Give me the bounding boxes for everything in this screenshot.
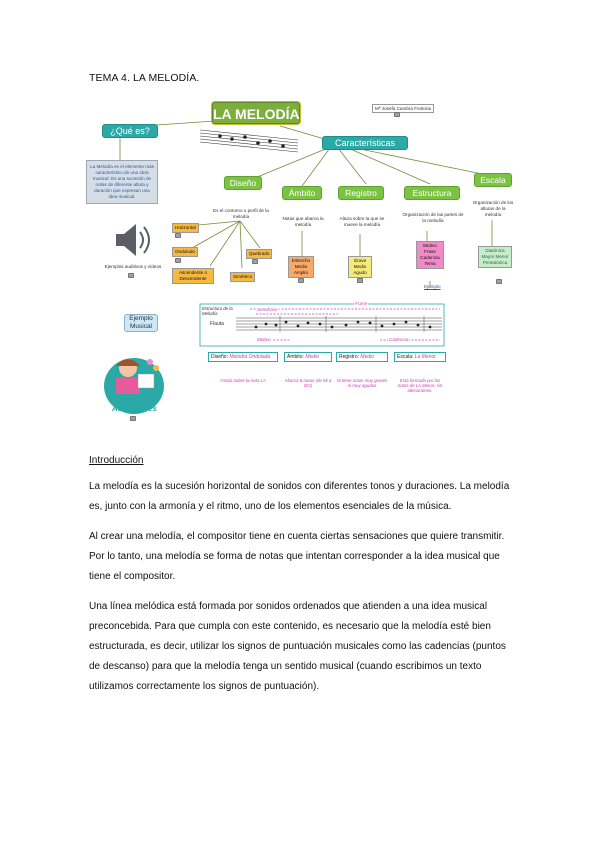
diseno-tag-ascendente: Ascendente o Descendente xyxy=(172,268,214,284)
bottom-label-ambito: Ámbito: Medio Abarca 8 notas (de Mi a DO… xyxy=(284,352,332,388)
diseno-tag-quebrado: Quebrado xyxy=(246,249,273,259)
actividades-label[interactable]: Actividades xyxy=(112,404,157,413)
paragraph-3: Una línea melódica está formada por soni… xyxy=(89,601,506,692)
escala-desc: Organización de los alturas de la melodí… xyxy=(472,200,514,217)
paragraph-1: La melodía es la sucesión horizontal de … xyxy=(89,481,510,512)
page-title: TEMA 4. LA MELODÍA. xyxy=(89,72,200,84)
ambito-desc: Notas que abarca la melodía xyxy=(282,216,324,227)
main-title-node: LA MELODÍA xyxy=(212,102,300,124)
diseno-tag-ondulado: Ondulado xyxy=(172,247,198,257)
escala-tag: Diatónica Mayor Menor Pentatónica xyxy=(478,246,512,268)
estructura-tag: Motivo Frase Cadencia Tema xyxy=(416,241,444,269)
bottom-label-registro: Registro: Medio Ni tiene notas muy grave… xyxy=(336,352,388,388)
concept-map: LA MELODÍA Mª Josefa Cambra Fontoria ¿Qu… xyxy=(80,96,530,426)
link-icon[interactable] xyxy=(394,112,400,117)
registro-tag: Grave Medio Agudo xyxy=(348,256,372,278)
link-icon[interactable] xyxy=(175,233,181,238)
author-label: Mª Josefa Cambra Fontoria xyxy=(372,104,435,113)
ejemplo-musical-node: Ejemplo Musical xyxy=(124,314,158,332)
que-es-node: ¿Qué es? xyxy=(102,124,158,138)
speaker-icon xyxy=(116,224,150,256)
score-structure-label: Estructura de la Melodía xyxy=(202,306,233,316)
score-instrument-label: Flauta xyxy=(210,321,224,327)
diseno-desc: Es el contorno o perfil de la melodía xyxy=(213,208,269,219)
registro-desc: Altura sobre la que se mueve la melodía xyxy=(339,216,385,227)
paragraph-2: Al crear una melodía, el compositor tien… xyxy=(89,531,505,582)
estructura-desc: Organización de las partes de la melodía xyxy=(402,212,464,223)
link-icon[interactable] xyxy=(357,278,363,283)
link-icon[interactable] xyxy=(298,278,304,283)
score-motivo-label: Motivo xyxy=(256,337,272,342)
actividades-illustration xyxy=(104,358,164,414)
connector-lines xyxy=(104,120,493,414)
ambito-tag: Estrecho Medio Amplio xyxy=(288,256,314,278)
intro-heading: Introducción xyxy=(89,455,144,466)
diseno-node: Diseño xyxy=(224,176,262,190)
diseno-tag-simetrico: Simétrico xyxy=(230,272,256,282)
ambito-node: Ámbito xyxy=(282,186,322,200)
audio-label: Ejemplos auditivos y vídeos xyxy=(104,264,162,269)
link-icon[interactable] xyxy=(175,258,181,263)
score-cadencia-label: Cadencia xyxy=(388,337,410,342)
caracteristicas-node: Características xyxy=(322,136,408,150)
registro-node: Registro xyxy=(338,186,384,200)
estructura-node: Estructura xyxy=(404,186,460,200)
estructura-ejemplo-link[interactable]: Ejemplo xyxy=(424,284,441,289)
bottom-label-escala: Escala: La Menor Está formada por las no… xyxy=(394,352,446,393)
link-icon[interactable] xyxy=(252,259,258,264)
link-icon[interactable] xyxy=(496,279,502,284)
score-semifrase-label: Semifrase xyxy=(256,307,279,312)
escala-node: Escala xyxy=(474,173,512,187)
diseno-tag-horizontal: Horizontal xyxy=(172,223,199,233)
bottom-label-diseno: Diseño: Melodía Ondulada Oscila sobre la… xyxy=(208,352,278,383)
link-icon[interactable] xyxy=(130,416,136,421)
link-icon[interactable] xyxy=(128,273,134,278)
que-es-definition: La Melodía es el elemento más caracterís… xyxy=(86,160,158,204)
score-frase-label: Frase xyxy=(354,302,369,307)
